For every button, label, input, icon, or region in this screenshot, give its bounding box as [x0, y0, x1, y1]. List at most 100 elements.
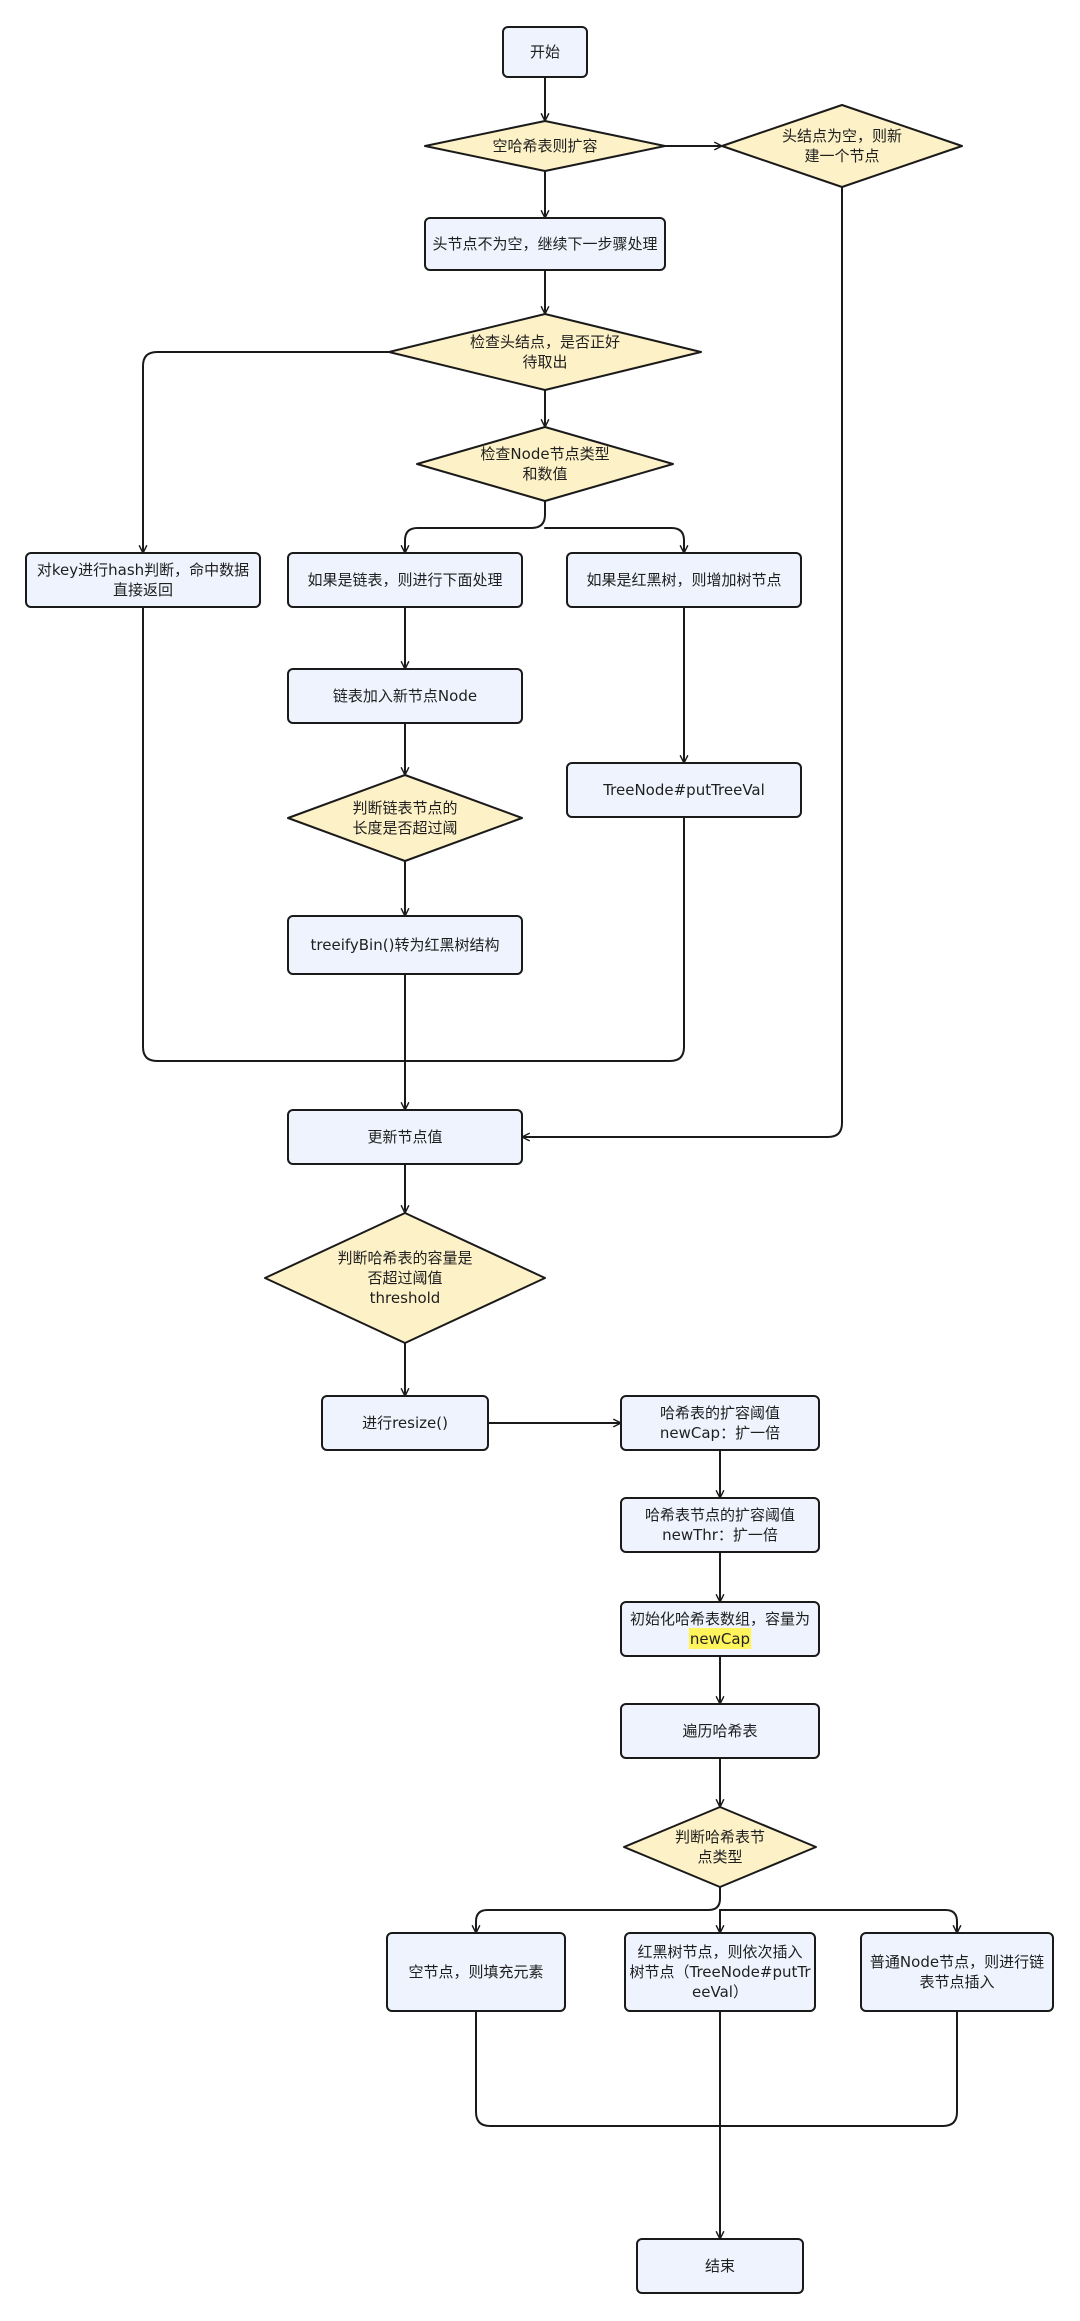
list-insert-label: 普通Node节点，则进行链 — [870, 1953, 1044, 1971]
node-end: 结束 — [636, 2238, 804, 2294]
tree-insert-label: 树节点（TreeNode#putTr — [629, 1963, 811, 1981]
tree-put-merge — [404, 816, 685, 1062]
len-check-label: 长度是否超过阈 — [352, 819, 457, 837]
node-type-label: 点类型 — [697, 1848, 742, 1866]
resize-box — [321, 1395, 489, 1451]
new-cap-label: 哈希表的扩容阈值 — [660, 1404, 780, 1422]
node-new-cap: 哈希表的扩容阈值 newCap：扩一倍 — [620, 1395, 820, 1451]
head-not-empty-label: 头节点不为空，继续下一步骤处理 — [432, 235, 657, 253]
is-tree-label: 如果是红黑树，则增加树节点 — [586, 571, 781, 589]
highlight-mark — [688, 1628, 752, 1649]
node-resize-empty: 空哈希表则扩容 — [424, 120, 666, 172]
node-type-label: 判断哈希表节 — [675, 1828, 765, 1846]
empty-fill-label: 空节点，则填充元素 — [408, 1963, 543, 1981]
traverse-label: 遍历哈希表 — [682, 1722, 757, 1740]
empty-fill-merge — [475, 2010, 721, 2127]
threshold-check-label: 否超过阈值 — [367, 1269, 442, 1287]
node-is-tree: 如果是红黑树，则增加树节点 — [566, 552, 802, 608]
threshold-check-label: 判断哈希表的容量是 — [337, 1249, 472, 1267]
node-list-add: 链表加入新节点Node — [287, 668, 523, 724]
end-label: 结束 — [705, 2257, 735, 2275]
check-head-label: 待取出 — [522, 353, 567, 371]
tree-insert-box — [624, 1932, 816, 2012]
start-box — [502, 26, 588, 78]
resize-empty-diamond — [424, 120, 666, 172]
new-head-diamond — [721, 104, 963, 188]
new-cap-label: newCap：扩一倍 — [660, 1424, 780, 1442]
tree-put-label: TreeNode#putTreeVal — [602, 781, 765, 799]
node-empty-fill: 空节点，则填充元素 — [386, 1932, 566, 2012]
list-insert-label: 表节点插入 — [919, 1973, 994, 1991]
key-hash-merge — [142, 606, 406, 1062]
init-array-label: 初始化哈希表数组，容量为 — [630, 1610, 810, 1628]
new-thr-label: newThr：扩一倍 — [662, 1526, 778, 1544]
is-list-box — [287, 552, 523, 608]
check-head-diamond — [388, 313, 702, 391]
check-head-label: 检查头结点，是否正好 — [470, 333, 620, 351]
treeify-label: treeifyBin()转为红黑树结构 — [311, 936, 500, 954]
list-insert-box — [860, 1932, 1054, 2012]
check-type-diamond — [416, 426, 674, 502]
list-add-label: 链表加入新节点Node — [333, 687, 477, 705]
list-add-box — [287, 668, 523, 724]
new-thr-label: 哈希表节点的扩容阈值 — [645, 1506, 795, 1524]
node-new-thr: 哈希表节点的扩容阈值 newThr：扩一倍 — [620, 1497, 820, 1553]
node-init-array: 初始化哈希表数组，容量为 newCap — [620, 1601, 820, 1657]
resize-label: 进行resize() — [362, 1414, 448, 1432]
len-check-label: 判断链表节点的 — [352, 799, 457, 817]
node-resize: 进行resize() — [321, 1395, 489, 1451]
check-type-label: 检查Node节点类型 — [480, 445, 609, 463]
key-hash-label: 直接返回 — [113, 581, 173, 599]
node-head-not-empty: 头节点不为空，继续下一步骤处理 — [424, 217, 666, 271]
node-is-list: 如果是链表，则进行下面处理 — [287, 552, 523, 608]
new-head-label: 建一个节点 — [804, 147, 879, 165]
update-box — [287, 1109, 523, 1165]
tree-insert-label: eeVal） — [692, 1983, 748, 2001]
tree-insert-label: 红黑树节点，则依次插入 — [637, 1943, 802, 1961]
new-cap-box — [620, 1395, 820, 1451]
head-not-empty-box — [424, 217, 666, 271]
is-list-label: 如果是链表，则进行下面处理 — [307, 571, 502, 589]
check-type-to-is-list — [400, 500, 546, 554]
tree-put-box — [566, 762, 802, 818]
treeify-box — [287, 915, 523, 975]
end-box — [636, 2238, 804, 2294]
list-insert-merge — [719, 2010, 958, 2127]
node-tree-put: TreeNode#putTreeVal — [566, 762, 802, 818]
key-hash-label: 对key进行hash判断，命中数据 — [37, 561, 249, 579]
traverse-box — [620, 1703, 820, 1759]
new-head-to-update — [521, 186, 843, 1142]
update-label: 更新节点值 — [367, 1128, 442, 1146]
threshold-check-diamond — [264, 1212, 546, 1344]
node-type-to-empty-fill — [471, 1886, 721, 1934]
node-type-diamond — [623, 1806, 817, 1888]
check-type-to-is-tree — [544, 527, 689, 554]
len-check-diamond — [287, 774, 523, 862]
check-type-label: 和数值 — [522, 465, 567, 483]
check-head-to-key-hash — [138, 351, 390, 554]
threshold-check-label: threshold — [370, 1289, 441, 1307]
key-hash-box — [25, 552, 261, 608]
resize-empty-label: 空哈希表则扩容 — [492, 137, 597, 155]
new-head-label: 头结点为空，则新 — [782, 127, 902, 145]
node-update: 更新节点值 — [287, 1109, 523, 1165]
node-traverse: 遍历哈希表 — [620, 1703, 820, 1759]
node-type-to-list-insert — [719, 1909, 962, 1934]
node-treeify: treeifyBin()转为红黑树结构 — [287, 915, 523, 975]
node-start: 开始 — [502, 26, 588, 78]
is-tree-box — [566, 552, 802, 608]
init-array-label: newCap — [690, 1630, 750, 1648]
empty-fill-box — [386, 1932, 566, 2012]
new-thr-box — [620, 1497, 820, 1553]
start-label: 开始 — [530, 43, 560, 61]
